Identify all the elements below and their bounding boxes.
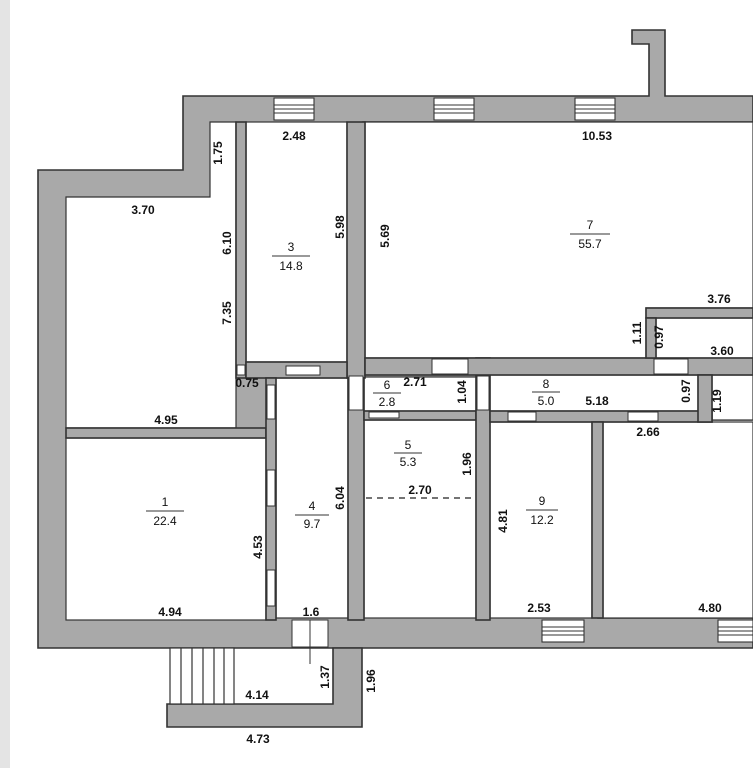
room-right-interior	[602, 421, 753, 619]
dim-0-97b: 0.97	[679, 379, 693, 403]
dim-4-94: 4.94	[158, 605, 182, 619]
room-8-area: 5.0	[538, 394, 555, 408]
window-bottom-9	[541, 619, 585, 643]
dim-6-04: 6.04	[333, 486, 347, 510]
dim-2-66: 2.66	[636, 425, 660, 439]
room-9-label: 9 12.2	[526, 494, 558, 527]
room-7-label: 7 55.7	[570, 218, 610, 251]
room-1-number: 1	[162, 495, 169, 509]
dim-4-53: 4.53	[251, 535, 265, 559]
dim-1-19: 1.19	[710, 389, 724, 413]
door-room-right	[627, 411, 659, 422]
door-small-room	[653, 358, 689, 375]
scan-edge	[0, 0, 10, 768]
dim-10-53: 10.53	[582, 129, 612, 143]
dim-1-96a: 1.96	[460, 452, 474, 476]
room-6-interior	[363, 376, 477, 412]
dim-2-71: 2.71	[403, 375, 427, 389]
right-passage-interior	[711, 374, 753, 421]
door-room6	[368, 411, 400, 419]
dim-1-6: 1.6	[303, 605, 320, 619]
dim-4-95: 4.95	[154, 413, 178, 427]
dim-1-37: 1.37	[318, 665, 332, 689]
room-5-interior	[363, 419, 477, 619]
room-labels: 1 22.4 3 14.8 4 9.7 5 5.3 6 2.8 7 55.7	[146, 218, 610, 531]
dim-3-76: 3.76	[707, 292, 731, 306]
room-7-number: 7	[587, 218, 594, 232]
room-4-interior	[275, 377, 349, 619]
window-room7-left	[433, 97, 475, 121]
room-4-number: 4	[309, 499, 316, 513]
door-room3	[285, 365, 321, 376]
room-9-area: 12.2	[530, 513, 554, 527]
window-bottom-right	[717, 619, 753, 643]
room-3-number: 3	[288, 240, 295, 254]
dim-1-96b: 1.96	[364, 669, 378, 693]
room-6-number: 6	[384, 378, 391, 392]
dimension-labels: 2.48 10.53 1.75 3.70 6.10 5.98 5.69 7.35…	[131, 129, 734, 746]
door-room1-4	[266, 469, 276, 507]
room-5-area: 5.3	[400, 455, 417, 469]
room-4-area: 9.7	[304, 517, 321, 531]
room-7-area: 55.7	[578, 237, 602, 251]
door-room8	[476, 375, 490, 411]
dim-5-18: 5.18	[585, 394, 609, 408]
room-3-label: 3 14.8	[272, 240, 310, 273]
dim-4-73: 4.73	[246, 732, 270, 746]
room-6-label: 6 2.8	[373, 378, 401, 409]
dim-1-11: 1.11	[630, 321, 644, 344]
small-room-interior	[655, 317, 753, 359]
room-6-area: 2.8	[379, 395, 396, 409]
dim-2-48: 2.48	[282, 129, 306, 143]
room-1-label: 1 22.4	[146, 495, 184, 528]
dim-1-04: 1.04	[455, 380, 469, 404]
door-room9	[507, 411, 537, 422]
room-interiors	[65, 121, 753, 621]
dim-6-10: 6.10	[220, 231, 234, 255]
doors	[236, 358, 689, 664]
dim-4-80: 4.80	[698, 601, 722, 615]
room-5-number: 5	[405, 438, 412, 452]
room-9-number: 9	[539, 494, 546, 508]
dim-1-75: 1.75	[211, 141, 225, 165]
room-3-area: 14.8	[279, 259, 303, 273]
door-room1-4b	[266, 569, 276, 607]
room-3-interior	[245, 121, 348, 363]
window-room3	[273, 97, 315, 121]
room-1-interior	[65, 437, 267, 621]
windows	[273, 97, 753, 643]
dim-3-70: 3.70	[131, 203, 155, 217]
window-room7-right	[574, 97, 616, 121]
door-room7	[431, 358, 469, 375]
dim-3-60: 3.60	[710, 344, 734, 358]
dim-4-81: 4.81	[496, 509, 510, 533]
room-8-label: 8 5.0	[532, 377, 560, 408]
dim-0-97a: 0.97	[652, 325, 666, 349]
dim-5-69: 5.69	[378, 224, 392, 248]
door-corridor	[348, 375, 364, 411]
room-4-label: 4 9.7	[295, 499, 329, 531]
dim-4-14: 4.14	[245, 688, 269, 702]
dim-2-70: 2.70	[408, 483, 432, 497]
dim-0-75: 0.75	[235, 376, 259, 390]
door-room2-4	[266, 384, 276, 420]
room-8-number: 8	[543, 377, 550, 391]
dim-5-98: 5.98	[333, 215, 347, 239]
dim-7-35: 7.35	[220, 301, 234, 325]
door-room2	[236, 364, 246, 376]
dim-2-53: 2.53	[527, 601, 551, 615]
entrance-stairs	[169, 647, 235, 705]
room-5-label: 5 5.3	[394, 438, 422, 469]
room-1-area: 22.4	[153, 514, 177, 528]
